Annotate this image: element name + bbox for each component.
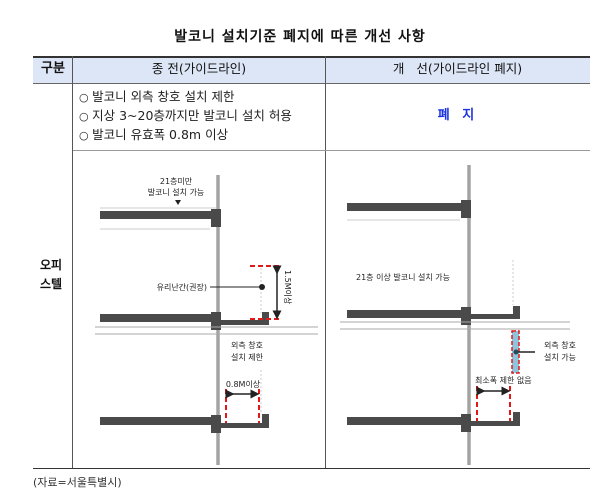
category-line: 오피	[39, 258, 63, 272]
row-divider	[73, 150, 590, 151]
before-bullet-list: 발코니 외측 창호 설치 제한 지상 3~20층까지만 발코니 설치 허용 발코…	[79, 88, 292, 145]
label-21-floors-allowed: 21층 이상 발코니 설치 가능	[356, 272, 450, 282]
bullet-item: 발코니 외측 창호 설치 제한	[79, 88, 292, 107]
diagram-before: 21층미만 발코니 설치 가능 유리난간(권장) 1.5M이상 외측 창호 설치…	[95, 175, 318, 465]
abolished-text: 폐 지	[437, 108, 479, 123]
comparison-table: 구분 종 전(가이드라인) 개 선(가이드라인 폐지) 발코니 외측 창호 설치…	[33, 56, 590, 469]
label-balcony-allowed: 발코니 설치 가능	[148, 187, 205, 197]
label-glass-railing: 유리난간(권장)	[157, 282, 207, 292]
label-under-21-floors: 21층미만	[160, 177, 193, 186]
label-window-allowed: 외측 창호	[544, 340, 576, 350]
label-window-restricted: 외측 창호	[231, 340, 263, 350]
bullet-item: 지상 3~20층까지만 발코니 설치 허용	[79, 107, 292, 126]
category-line: 스텔	[39, 277, 63, 291]
bullet-item: 발코니 유효폭 0.8m 이상	[79, 126, 292, 145]
column-divider	[72, 56, 73, 468]
document-title: 발코니 설치기준 폐지에 따른 개선 사항	[174, 29, 426, 45]
source-note: (자료=서울특별시)	[33, 476, 122, 489]
label-width-min: 0.8M이상	[226, 379, 261, 389]
table-bottom-border	[33, 468, 590, 469]
header-before: 종 전(가이드라인)	[151, 61, 247, 76]
table-header-row	[33, 56, 590, 84]
category-officetel: 오피 스텔	[33, 256, 69, 294]
label-window-restricted: 설치 제한	[231, 352, 264, 362]
diagram-after: 21층 이상 발코니 설치 가능 외측 창호 설치 가능 최소폭 제한 없음	[340, 165, 576, 465]
label-window-allowed: 설치 가능	[544, 352, 576, 362]
column-divider	[325, 56, 326, 468]
header-category: 구분	[41, 61, 65, 76]
header-after: 개 선(가이드라인 폐지)	[392, 61, 523, 76]
label-height-min: 1.5M이상	[283, 270, 293, 305]
label-no-min-width: 최소폭 제한 없음	[475, 375, 532, 385]
